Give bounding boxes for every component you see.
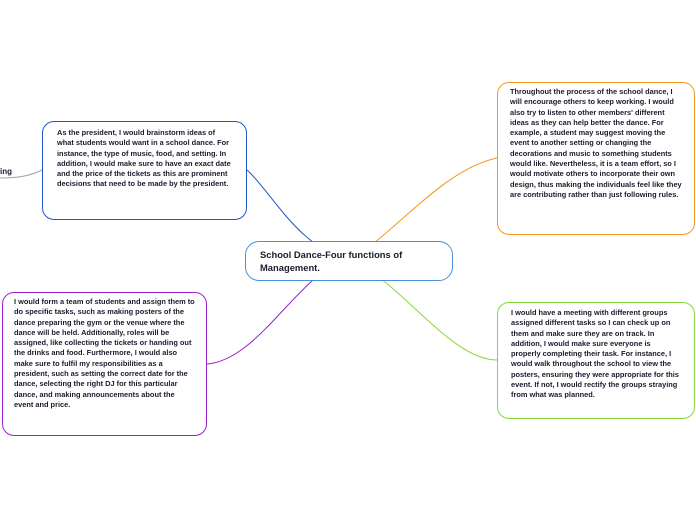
central-topic[interactable]: School Dance-Four functions of Managemen…: [245, 241, 453, 281]
connector-clipped: [0, 169, 43, 179]
topic-planning[interactable]: As the president, I would brainstorm ide…: [42, 121, 247, 220]
topic-leading-text: Throughout the process of the school dan…: [510, 87, 682, 199]
clipped-node-label: ing: [0, 167, 12, 176]
topic-organizing[interactable]: I would form a team of students and assi…: [2, 292, 207, 436]
topic-controlling-text: I would have a meeting with different gr…: [511, 308, 679, 400]
topic-planning-text: As the president, I would brainstorm ide…: [57, 128, 231, 189]
topic-controlling[interactable]: I would have a meeting with different gr…: [497, 302, 695, 419]
central-topic-title: School Dance-Four functions of Managemen…: [260, 249, 403, 273]
topic-organizing-text: I would form a team of students and assi…: [14, 297, 195, 409]
topic-leading[interactable]: Throughout the process of the school dan…: [497, 82, 695, 235]
